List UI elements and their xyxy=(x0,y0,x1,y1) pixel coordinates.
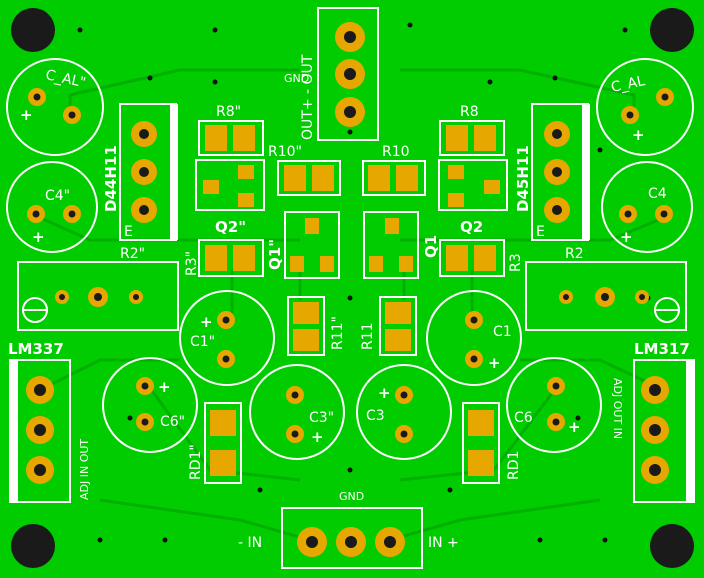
cap-c4-right: C4 + xyxy=(601,161,693,253)
c4-left-label: C4" xyxy=(45,188,70,204)
resistor-rd1-right: RD1 xyxy=(462,402,522,484)
r10-left-label: R10" xyxy=(268,144,302,160)
r8-right-label: R8 xyxy=(460,104,479,120)
transistor-d44h11: D44H11 E xyxy=(102,103,178,241)
svg-text:+: + xyxy=(632,126,645,144)
r2-left-label: R2" xyxy=(120,246,145,262)
c6-left-label: C6" xyxy=(160,414,185,430)
resistor-r8-right: R8 xyxy=(439,104,505,156)
svg-text:+: + xyxy=(311,428,324,446)
input-header: GND - IN IN + xyxy=(238,490,459,569)
lm337-pins-label: ADJ IN OUT xyxy=(78,439,91,500)
svg-text:+: + xyxy=(568,418,581,436)
svg-text:+: + xyxy=(158,378,171,396)
output-header: OUT+ - OUT GND xyxy=(284,7,379,141)
resistor-r10-right: R10 xyxy=(362,144,426,196)
mounting-holes xyxy=(11,8,694,568)
q1-left-label: Q1" xyxy=(266,239,284,270)
transistor-d45h11: D45H11 E xyxy=(514,103,590,241)
rd1-right-label: RD1 xyxy=(506,451,522,480)
svg-text:+: + xyxy=(200,313,213,331)
r10-right-label: R10 xyxy=(382,144,410,160)
trimmer-r2-right: R2 xyxy=(525,246,687,331)
rd1-left-label: RD1" xyxy=(188,444,204,480)
output-header-label: OUT+ - OUT xyxy=(300,54,316,140)
r11-right-label: R11 xyxy=(360,322,376,350)
c1-right-label: C1 xyxy=(493,324,512,340)
svg-text:+: + xyxy=(20,106,33,124)
resistor-r8-left: R8" xyxy=(198,104,264,156)
r8-left-label: R8" xyxy=(216,104,241,120)
cap-c1-left: C1" + xyxy=(179,290,275,386)
resistor-rd1-left: RD1" xyxy=(188,402,242,484)
svg-text:+: + xyxy=(378,384,391,402)
svg-text:+: + xyxy=(32,228,45,246)
svg-text:+: + xyxy=(620,228,633,246)
resistor-r10-left: R10" xyxy=(268,144,341,196)
gnd-bottom-label: GND xyxy=(339,490,364,503)
resistor-r3-right: R3 xyxy=(439,239,524,277)
gnd-top-label: GND xyxy=(284,72,309,85)
transistor-q2-left: Q2" xyxy=(195,159,265,236)
trace-layer xyxy=(35,68,669,542)
c4-right-label: C4 xyxy=(648,186,667,202)
lm337-label: LM337 xyxy=(8,340,64,358)
lm317-label: LM317 xyxy=(634,340,690,358)
cap-c3-right: C3 + xyxy=(356,364,452,460)
cap-c6-left: C6" + xyxy=(102,357,198,453)
c1-left-label: C1" xyxy=(190,334,215,350)
resistor-r3-left: R3" xyxy=(184,239,264,277)
regulator-lm337: LM337 ADJ IN OUT xyxy=(8,340,91,503)
cap-c1-right: C1 + xyxy=(426,290,522,386)
c6-right-label: C6 xyxy=(514,410,533,426)
q2-left-label: Q2" xyxy=(215,218,246,236)
r2-right-label: R2 xyxy=(565,246,584,262)
svg-text:+: + xyxy=(488,354,501,372)
c3-left-label: C3" xyxy=(309,410,334,426)
q1-right-label: Q1 xyxy=(422,235,440,258)
r11-left-label: R11" xyxy=(330,316,346,350)
transistor-q1-right: Q1 xyxy=(363,211,440,279)
r3-right-label: R3 xyxy=(508,253,524,272)
e-right-label: E xyxy=(536,224,545,240)
lm317-pins-label: ADJ OUT IN xyxy=(611,378,624,439)
c3-right-label: C3 xyxy=(366,408,385,424)
resistor-r11-right: R11 xyxy=(360,296,417,356)
c-al-right-label: C_AL xyxy=(610,73,647,96)
cap-c-al-right: C_AL + xyxy=(596,58,694,156)
cap-c6-right: C6 + xyxy=(506,357,602,453)
cap-c4-left: C4" + xyxy=(6,161,98,253)
transistor-q1-left: Q1" xyxy=(266,211,340,279)
resistor-r11-left: R11" xyxy=(287,296,346,356)
q2-right-label: Q2 xyxy=(460,218,483,236)
in-plus-label: IN + xyxy=(428,535,459,551)
d44h11-label: D44H11 xyxy=(102,145,120,212)
trimmer-r2-left: R2" xyxy=(17,246,179,331)
regulator-lm317: LM317 ADJ OUT IN xyxy=(611,340,695,503)
d45h11-label: D45H11 xyxy=(514,145,532,212)
cap-c3-left: C3" + xyxy=(249,364,345,460)
r3-left-label: R3" xyxy=(184,251,200,276)
in-minus-label: - IN xyxy=(238,535,262,551)
transistor-q2-right: Q2 xyxy=(438,159,508,236)
e-left-label: E xyxy=(124,224,133,240)
